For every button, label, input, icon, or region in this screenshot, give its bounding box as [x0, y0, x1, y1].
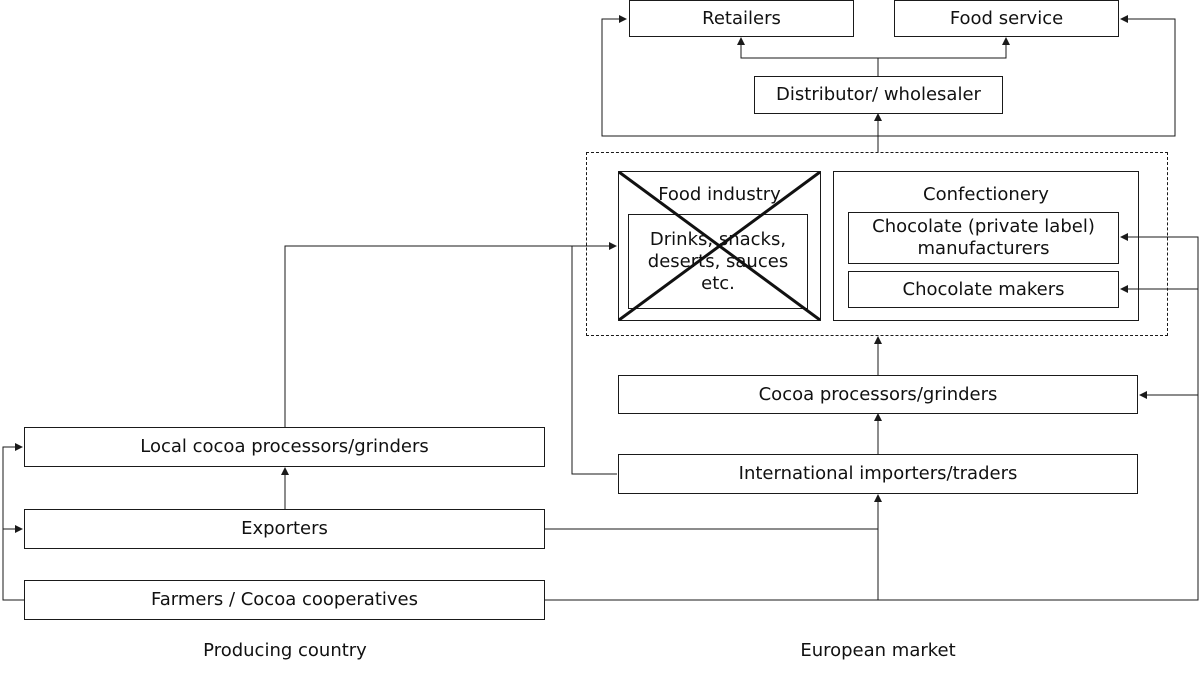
- distributor-label: Distributor/ wholesaler: [776, 84, 981, 105]
- european-market-label: European market: [800, 640, 956, 661]
- chocolate-makers-label: Chocolate makers: [902, 278, 1065, 300]
- confectionery-title: Confectionery: [923, 184, 1049, 205]
- confectionery-box: Confectionery: [833, 171, 1139, 321]
- cross-out-icon: [618, 171, 821, 321]
- producing-country-label: Producing country: [203, 640, 367, 661]
- food-industry-title: Food industry: [658, 184, 781, 205]
- private-label-label: Chocolate (private label) manufacturers: [872, 216, 1095, 259]
- connector-importers-to-food-industry: [571, 246, 617, 475]
- food-industry-inner-label: Drinks, snacks, deserts, sauces etc.: [647, 228, 789, 294]
- food-service-box: Food service: [894, 0, 1119, 37]
- exporters-box: Exporters: [24, 509, 545, 549]
- connector-outer-to-foodservice: [878, 15, 1176, 137]
- connector-farmers-to-importers: [545, 494, 882, 601]
- distributor-box: Distributor/ wholesaler: [754, 76, 1003, 114]
- retailers-label: Retailers: [702, 7, 781, 29]
- international-importers-label: International importers/traders: [738, 463, 1018, 484]
- manufacturers-group: [586, 152, 1168, 336]
- food-service-label: Food service: [949, 7, 1064, 29]
- connector-distributor-to-retailers: [737, 37, 879, 76]
- private-label-box: Chocolate (private label) manufacturers: [848, 212, 1119, 264]
- connector-outer-to-retailers: [601, 15, 878, 137]
- exporters-label: Exporters: [241, 518, 328, 539]
- local-processors-label: Local cocoa processors/grinders: [140, 436, 429, 457]
- connector-distributor-to-foodservice: [878, 37, 1010, 59]
- cocoa-processors-box: Cocoa processors/grinders: [618, 375, 1138, 414]
- chocolate-makers-box: Chocolate makers: [848, 271, 1119, 308]
- food-industry-box: Food industry: [618, 171, 821, 321]
- international-importers-box: International importers/traders: [618, 454, 1138, 494]
- farmers-label: Farmers / Cocoa cooperatives: [151, 589, 418, 610]
- farmers-box: Farmers / Cocoa cooperatives: [24, 580, 545, 620]
- retailers-box: Retailers: [629, 0, 854, 37]
- cocoa-processors-label: Cocoa processors/grinders: [758, 383, 998, 405]
- connector-farmers-right-trunk: [878, 236, 1199, 601]
- connector-local-to-food-industry: [284, 242, 617, 427]
- connector-farmers-left-trunk: [2, 443, 24, 601]
- local-processors-box: Local cocoa processors/grinders: [24, 427, 545, 467]
- food-industry-inner-box: Drinks, snacks, deserts, sauces etc.: [628, 214, 808, 309]
